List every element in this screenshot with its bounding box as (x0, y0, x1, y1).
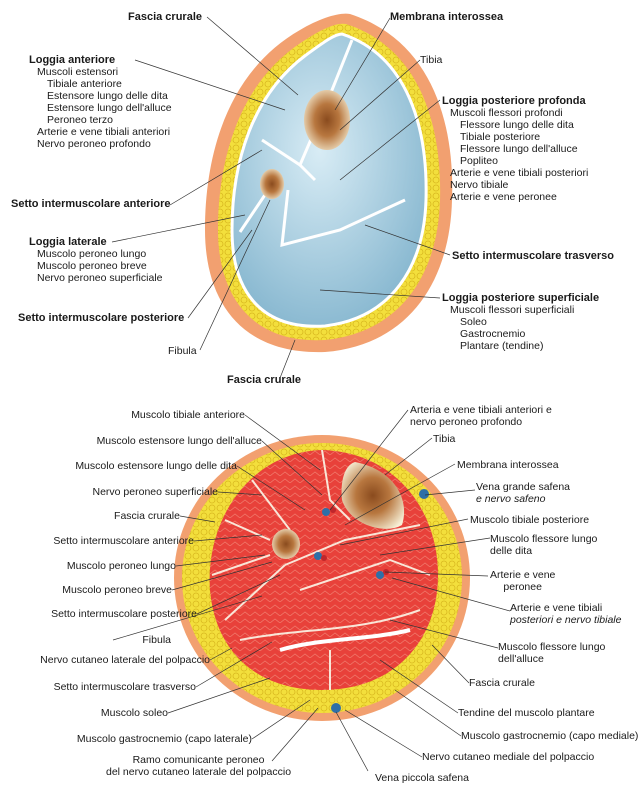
label-tibiale-posteriore: Muscolo tibiale posteriore (470, 514, 589, 526)
label-peroneo-lungo: Muscolo peroneo lungo (67, 560, 176, 572)
loggia-anteriore-title: Loggia anteriore (29, 54, 172, 66)
label-setto-trasverso-b: Setto intermuscolare trasverso (54, 681, 196, 693)
label-tibia-b: Tibia (433, 433, 455, 445)
loggia-anteriore-item: Peroneo terzo (29, 114, 172, 126)
loggia-post-profonda-item: Nervo tibiale (442, 179, 588, 191)
label-flessore-alluce: Muscolo flessore lungo dell'alluce (498, 641, 605, 665)
label-nervo-cutaneo-mediale: Nervo cutaneo mediale del polpaccio (422, 751, 594, 763)
arterie-ant-line-1: Arteria e vene tibiali anteriori e (410, 404, 552, 416)
label-nervo-peroneo-sup: Nervo peroneo superficiale (93, 486, 219, 498)
label-membrana-b: Membrana interossea (457, 459, 559, 471)
label-fibula-b: Fibula (142, 634, 171, 646)
group-loggia-posteriore-profonda: Loggia posteriore profonda Muscoli fless… (442, 95, 588, 203)
loggia-anteriore-item: Estensore lungo delle dita (29, 90, 172, 102)
flessore-dita-line-2: delle dita (490, 545, 597, 557)
loggia-post-sup-item: Soleo (442, 316, 599, 328)
label-vena-piccola-safena: Vena piccola safena (375, 772, 469, 784)
label-peroneo-breve: Muscolo peroneo breve (62, 584, 172, 596)
loggia-post-sup-title: Loggia posteriore superficiale (442, 292, 599, 304)
loggia-post-profonda-item: Tibiale posteriore (442, 131, 588, 143)
loggia-anteriore-item: Arterie e vene tibiali anteriori (29, 126, 172, 138)
loggia-laterale-item: Nervo peroneo superficiale (29, 272, 163, 284)
loggia-anteriore-item: Nervo peroneo profondo (29, 138, 172, 150)
arterie-post-line-1: Arterie e vene tibiali (510, 602, 621, 614)
loggia-post-profonda-item: Popliteo (442, 155, 588, 167)
vena-grande-line-2: e nervo safeno (476, 493, 570, 505)
label-tendine-plantare: Tendine del muscolo plantare (458, 707, 595, 719)
loggia-post-profonda-title: Loggia posteriore profonda (442, 95, 588, 107)
label-arterie-peronee: Arterie e vene peronee (490, 569, 555, 593)
label-gastrocnemio-laterale: Muscolo gastrocnemio (capo laterale) (77, 733, 252, 745)
label-gastrocnemio-mediale: Muscolo gastrocnemio (capo mediale) (461, 730, 638, 742)
label-flessore-dita: Muscolo flessore lungo delle dita (490, 533, 597, 557)
loggia-post-profonda-item: Flessore lungo dell'alluce (442, 143, 588, 155)
flessore-dita-line-1: Muscolo flessore lungo (490, 533, 597, 545)
loggia-post-sup-item: Muscoli flessori superficiali (442, 304, 599, 316)
label-fascia-crurale-bottom: Fascia crurale (227, 374, 301, 386)
group-loggia-laterale: Loggia laterale Muscolo peroneo lungo Mu… (29, 236, 163, 284)
label-tibia-top: Tibia (420, 54, 442, 66)
label-tibiale-anteriore: Muscolo tibiale anteriore (131, 409, 245, 421)
loggia-post-profonda-item: Flessore lungo delle dita (442, 119, 588, 131)
label-setto-posteriore: Setto intermuscolare posteriore (18, 312, 184, 324)
label-arterie-tibiali-anteriori: Arteria e vene tibiali anteriori e nervo… (410, 404, 552, 428)
loggia-post-profonda-item: Muscoli flessori profondi (442, 107, 588, 119)
loggia-anteriore-item: Tibiale anteriore (29, 78, 172, 90)
label-estensore-dita: Muscolo estensore lungo delle dita (75, 460, 237, 472)
group-loggia-posteriore-superficiale: Loggia posteriore superficiale Muscoli f… (442, 292, 599, 352)
loggia-anteriore-item: Estensore lungo dell'alluce (29, 102, 172, 114)
loggia-post-profonda-item: Arterie e vene tibiali posteriori (442, 167, 588, 179)
loggia-laterale-item: Muscolo peroneo lungo (29, 248, 163, 260)
label-estensore-alluce: Muscolo estensore lungo dell'alluce (97, 435, 262, 447)
arterie-peronee-line-2: peronee (490, 581, 555, 593)
label-ramo-comunicante: Ramo comunicante peroneo del nervo cutan… (106, 754, 291, 778)
label-vena-grande-safena: Vena grande safena e nervo safeno (476, 481, 570, 505)
ramo-line-2: del nervo cutaneo laterale del polpaccio (106, 766, 291, 778)
vena-grande-line-1: Vena grande safena (476, 481, 570, 493)
label-setto-posteriore-b: Setto intermuscolare posteriore (51, 608, 197, 620)
ramo-line-1: Ramo comunicante peroneo (106, 754, 291, 766)
loggia-laterale-item: Muscolo peroneo breve (29, 260, 163, 272)
label-nervo-cutaneo-laterale: Nervo cutaneo laterale del polpaccio (40, 654, 210, 666)
label-fascia-crurale-top: Fascia crurale (128, 11, 202, 23)
label-membrana-interossea: Membrana interossea (390, 11, 503, 23)
label-arterie-tibiali-posteriori: Arterie e vene tibiali posteriori e nerv… (510, 602, 621, 626)
label-fascia-crurale-left: Fascia crurale (114, 510, 180, 522)
label-setto-anteriore: Setto intermuscolare anteriore (11, 198, 171, 210)
label-fibula-top: Fibula (168, 345, 197, 357)
arterie-peronee-line-1: Arterie e vene (490, 569, 555, 581)
arterie-post-line-2: posteriori e nervo tibiale (510, 614, 621, 626)
loggia-post-sup-item: Gastrocnemio (442, 328, 599, 340)
loggia-laterale-title: Loggia laterale (29, 236, 163, 248)
fibula-bone (260, 169, 284, 199)
arterie-ant-line-2: nervo peroneo profondo (410, 416, 552, 428)
loggia-anteriore-item: Muscoli estensori (29, 66, 172, 78)
loggia-post-profonda-item: Arterie e vene peronee (442, 191, 588, 203)
label-muscolo-soleo: Muscolo soleo (101, 707, 168, 719)
group-loggia-anteriore: Loggia anteriore Muscoli estensori Tibia… (29, 54, 172, 150)
fibula-section (272, 529, 300, 559)
flessore-alluce-line-1: Muscolo flessore lungo (498, 641, 605, 653)
label-setto-trasverso: Setto intermuscolare trasverso (452, 250, 614, 262)
flessore-alluce-line-2: dell'alluce (498, 653, 605, 665)
loggia-post-sup-item: Plantare (tendine) (442, 340, 599, 352)
label-setto-anteriore-b: Setto intermuscolare anteriore (53, 535, 194, 547)
tibia-bone (304, 90, 350, 150)
label-fascia-crurale-right: Fascia crurale (469, 677, 535, 689)
